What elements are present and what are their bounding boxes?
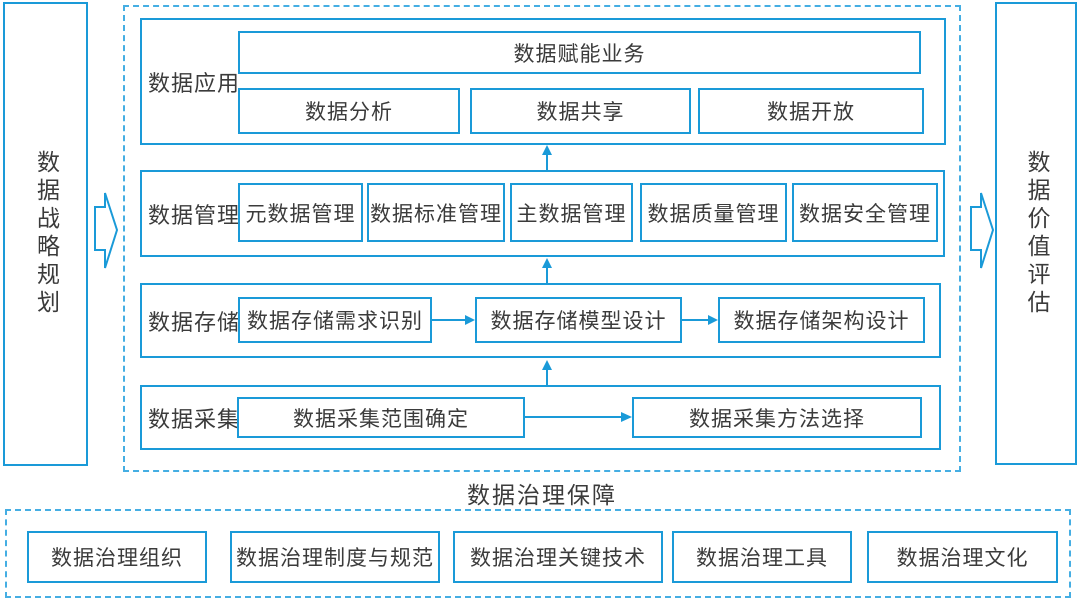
box-data-analysis: 数据分析	[238, 88, 460, 134]
block-arrow-strategy-to-process-icon	[94, 192, 119, 269]
box-data-security-management: 数据安全管理	[792, 183, 938, 242]
box-governance-culture: 数据治理文化	[867, 531, 1058, 583]
block-arrow-process-to-evaluation-icon	[970, 192, 995, 269]
governance-support-label: 数据治理保障	[467, 483, 617, 508]
box-governance-organization: 数据治理组织	[27, 531, 207, 583]
strategy-planning-label: 数据战略规划	[33, 150, 59, 318]
box-storage-requirement-identification: 数据存储需求识别	[238, 297, 432, 343]
box-data-quality-management: 数据质量管理	[640, 183, 787, 242]
row-data-application-label: 数据应用	[148, 70, 241, 96]
box-data-opening: 数据开放	[698, 88, 924, 134]
box-metadata-management: 元数据管理	[238, 183, 363, 242]
value-evaluation-label: 数据价值评估	[1024, 149, 1049, 318]
box-data-standard-management: 数据标准管理	[367, 183, 505, 242]
row-data-collection-label: 数据采集	[148, 406, 241, 432]
row-data-management-label: 数据管理	[148, 202, 241, 228]
box-data-sharing: 数据共享	[470, 88, 691, 134]
box-storage-model-design: 数据存储模型设计	[475, 297, 682, 343]
strategy-planning-panel: 数据战略规划	[3, 2, 88, 466]
box-collection-scope-determination: 数据采集范围确定	[237, 397, 525, 438]
box-master-data-management: 主数据管理	[510, 183, 633, 242]
value-evaluation-panel: 数据价值评估	[995, 2, 1077, 465]
row-data-storage-label: 数据存储	[148, 309, 241, 335]
box-data-empower-business: 数据赋能业务	[238, 31, 921, 74]
box-collection-method-selection: 数据采集方法选择	[632, 397, 922, 438]
box-storage-architecture-design: 数据存储架构设计	[718, 297, 925, 343]
box-governance-rules: 数据治理制度与规范	[230, 531, 440, 583]
box-governance-key-technology: 数据治理关键技术	[453, 531, 663, 583]
box-governance-tools: 数据治理工具	[672, 531, 852, 583]
